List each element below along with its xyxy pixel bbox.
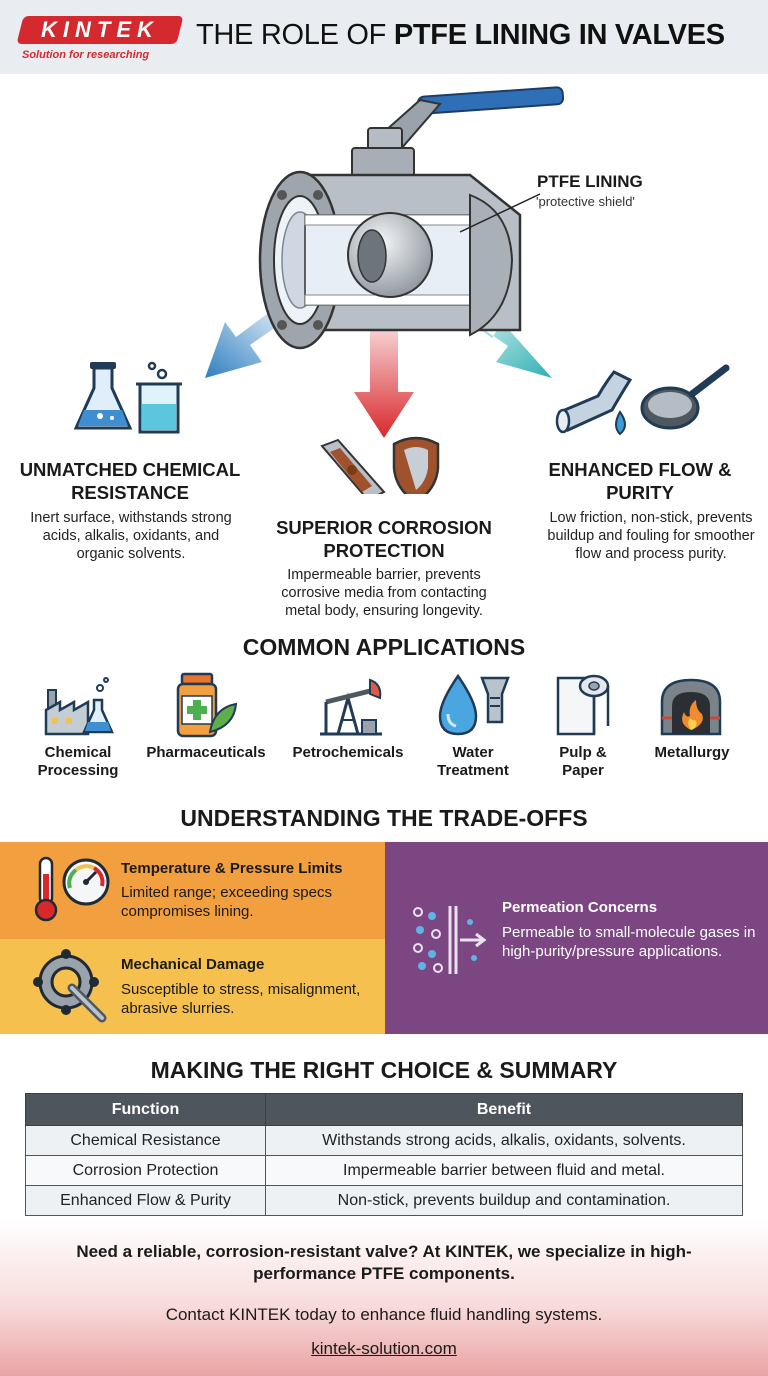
table-header-row: Function Benefit	[25, 1093, 743, 1126]
valve-icon	[258, 86, 565, 350]
summary-title: MAKING THE RIGHT CHOICE & SUMMARY	[150, 1057, 618, 1083]
summary-table: Function Benefit Chemical Resistance Wit…	[25, 1093, 743, 1216]
table-row: Enhanced Flow & Purity Non-stick, preven…	[25, 1185, 743, 1216]
app-chemical-processing: Chemical Processing	[37, 744, 119, 779]
flask-beaker-icon	[73, 361, 182, 434]
furnace-icon	[660, 678, 722, 736]
table-cell-benefit: Non-stick, prevents buildup and contamin…	[265, 1185, 743, 1216]
tradeoff-permeation-text: Permeable to small-molecule gases in hig…	[502, 924, 756, 960]
table-row: Corrosion Protection Impermeable barrier…	[25, 1155, 743, 1186]
applications-title: COMMON APPLICATIONS	[242, 634, 526, 660]
table-row: Chemical Resistance Withstands strong ac…	[25, 1125, 743, 1156]
table-cell-function: Chemical Resistance	[25, 1125, 266, 1156]
factory-flask-icon	[44, 677, 114, 736]
table-cell-function: Corrosion Protection	[25, 1155, 266, 1186]
app-water-treatment: Water Treatment	[437, 744, 509, 779]
wrench-gear-icon	[33, 949, 107, 1023]
logo-tagline: Solution for researching	[22, 49, 150, 61]
app-pulp-paper: Pulp & Paper	[559, 744, 607, 779]
title-bold: PTFE LINING IN VALVES	[393, 19, 725, 51]
benefit-title-chemical: UNMATCHED CHEMICAL RESISTANCE	[19, 459, 241, 503]
oil-pump-icon	[320, 678, 382, 736]
hero-illustration	[73, 86, 730, 494]
benefit-text-corrosion: Impermeable barrier, prevents corrosive …	[281, 567, 487, 619]
header: KINTEK Solution for researching THE ROLE…	[0, 0, 768, 74]
tradeoff-temperature-text: Limited range; exceeding specs compromis…	[121, 884, 332, 920]
footer-cta: Need a reliable, corrosion-resistant val…	[76, 1242, 692, 1283]
lining-sublabel: 'protective shield'	[536, 194, 635, 209]
logo-text: KINTEK	[41, 17, 159, 42]
tradeoff-mechanical-title: Mechanical Damage	[121, 956, 265, 973]
paper-roll-icon	[556, 674, 610, 736]
footer	[0, 1218, 768, 1376]
rusty-pipe-shield-icon	[320, 436, 440, 494]
tradeoff-temperature-title: Temperature & Pressure Limits	[121, 860, 343, 877]
table-cell-function: Enhanced Flow & Purity	[25, 1185, 266, 1216]
lining-label: PTFE LINING	[537, 172, 643, 191]
tradeoffs-title: UNDERSTANDING THE TRADE-OFFS	[180, 805, 588, 831]
arrow-down-icon	[354, 320, 414, 438]
website-link[interactable]: kintek-solution.com	[311, 1339, 457, 1358]
benefit-title-flow: ENHANCED FLOW & PURITY	[548, 459, 732, 503]
app-metallurgy: Metallurgy	[654, 744, 730, 761]
table-header-function: Function	[25, 1093, 266, 1126]
thermometer-gauge-icon	[34, 856, 110, 922]
benefit-title-corrosion: SUPERIOR CORROSION PROTECTION	[276, 517, 492, 561]
tradeoff-mechanical-text: Susceptible to stress, misalignment, abr…	[121, 981, 361, 1017]
tradeoff-permeation-title: Permeation Concerns	[502, 899, 658, 916]
water-drop-filter-icon	[438, 673, 510, 736]
benefit-text-flow: Low friction, non-stick, prevents buildu…	[547, 510, 755, 562]
permeation-icon	[413, 906, 487, 974]
table-cell-benefit: Impermeable barrier between fluid and me…	[265, 1155, 743, 1186]
table-header-benefit: Benefit	[265, 1093, 743, 1126]
app-petrochemicals: Petrochemicals	[292, 744, 404, 761]
footer-contact: Contact KINTEK today to enhance fluid ha…	[165, 1305, 603, 1324]
title-light: THE ROLE OF	[196, 19, 394, 51]
kintek-logo[interactable]: KINTEK Solution for researching	[16, 16, 184, 64]
table-cell-benefit: Withstands strong acids, alkalis, oxidan…	[265, 1125, 743, 1156]
page-title: THE ROLE OF PTFE LINING IN VALVES	[196, 19, 725, 52]
medicine-bottle-icon	[176, 672, 238, 738]
pipe-drop-pan-icon	[555, 364, 730, 436]
app-pharmaceuticals: Pharmaceuticals	[146, 744, 266, 761]
benefit-text-chemical: Inert surface, withstands strong acids, …	[30, 510, 232, 562]
